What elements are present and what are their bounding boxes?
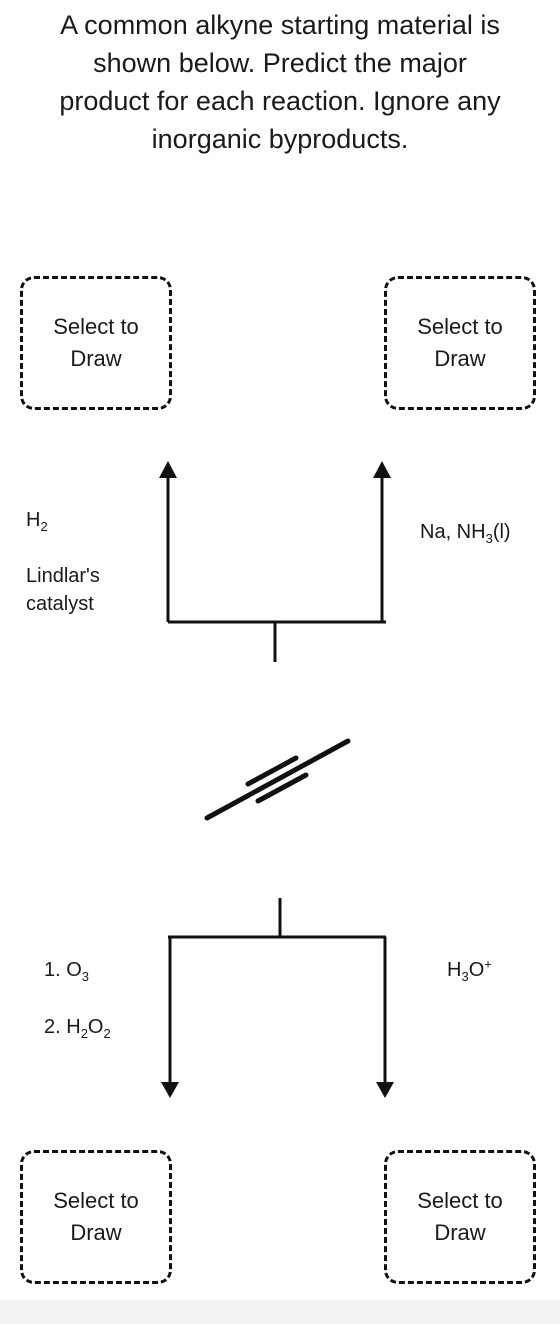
question-line-3: product for each reaction. Ignore any xyxy=(59,86,501,116)
alkyne-bond-lower xyxy=(255,772,309,804)
draw-box-bottom-left[interactable]: Select to Draw xyxy=(20,1150,172,1284)
reagent-h2-subscript: 2 xyxy=(40,519,48,534)
draw-box-top-right[interactable]: Select to Draw xyxy=(384,276,536,410)
question-text: A common alkyne starting material is sho… xyxy=(20,6,540,158)
reagent-lindlar-line-2: catalyst xyxy=(26,593,94,615)
reagent-hydronium-subscript: 3 xyxy=(461,969,469,984)
reagent-na-nh3-text: Na, NH xyxy=(420,521,486,543)
top-right-arrowhead xyxy=(373,461,391,478)
reagent-nh3-phase: (l) xyxy=(492,521,511,543)
question-line-1: A common alkyne starting material is xyxy=(60,10,500,40)
draw-box-label: Select to Draw xyxy=(53,1188,139,1245)
reagent-h2o2-subscript-h: 2 xyxy=(80,1026,88,1041)
reagent-h2o2-o: O xyxy=(87,1016,104,1038)
reagent-lindlar-catalyst: Lindlar's catalyst xyxy=(26,562,100,618)
draw-box-top-left[interactable]: Select to Draw xyxy=(20,276,172,410)
reagent-h2-symbol: H xyxy=(26,509,41,531)
question-line-2: shown below. Predict the major xyxy=(93,48,467,78)
alkyne-structure xyxy=(204,738,351,821)
question-line-4: inorganic byproducts. xyxy=(151,124,409,154)
alkyne-bond-upper xyxy=(245,755,299,787)
reagent-o3-subscript: 3 xyxy=(81,969,90,984)
bottom-right-arrowhead xyxy=(376,1082,394,1098)
reagent-nh3-subscript: 3 xyxy=(485,531,493,546)
reagent-h2o2-subscript-o: 2 xyxy=(103,1026,111,1041)
top-left-arrowhead xyxy=(159,461,177,478)
reagent-step-2-text: 2. H xyxy=(44,1016,81,1038)
draw-box-bottom-right[interactable]: Select to Draw xyxy=(384,1150,536,1284)
reagent-step-1-ozone: 1. O3 xyxy=(44,956,89,984)
reagent-hydronium-h: H xyxy=(447,959,462,981)
reagent-h2: H2 xyxy=(26,506,48,534)
bottom-left-arrowhead xyxy=(161,1082,179,1098)
reagent-step-1-text: 1. O xyxy=(44,959,82,981)
alkyne-bond-main xyxy=(204,738,351,821)
reagent-hydronium: H3O+ xyxy=(447,956,492,984)
reagent-na-nh3: Na, NH3(l) xyxy=(420,518,511,546)
reagent-hydronium-charge: + xyxy=(484,956,492,972)
reagent-lindlar-line-1: Lindlar's xyxy=(26,565,100,587)
draw-box-label: Select to Draw xyxy=(53,314,139,371)
footer-strip xyxy=(0,1300,560,1324)
draw-box-label: Select to Draw xyxy=(417,1188,503,1245)
reagent-step-2-peroxide: 2. H2O2 xyxy=(44,1013,111,1041)
reagent-hydronium-o: O xyxy=(468,959,485,981)
draw-box-label: Select to Draw xyxy=(417,314,503,371)
